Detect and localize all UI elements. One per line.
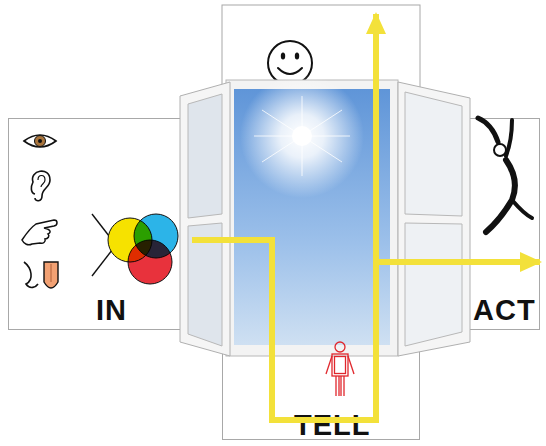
top-panel — [222, 5, 420, 120]
person-body-inner — [335, 357, 346, 374]
window-sky — [234, 89, 390, 345]
sun — [292, 126, 312, 146]
dancer-head — [494, 144, 506, 156]
yellow-circle — [108, 218, 152, 262]
smiley-face — [268, 41, 312, 85]
panel-label: IN — [96, 296, 127, 325]
dancer-body — [486, 160, 515, 232]
dancer-leg — [512, 200, 532, 218]
panel-box: IN — [8, 118, 192, 330]
nose-tongue-icon — [24, 262, 58, 288]
sun-ray — [262, 110, 342, 162]
shutter-pane — [405, 92, 462, 216]
color-circles — [108, 214, 178, 284]
hand-outline — [22, 220, 57, 245]
sun-ray — [302, 96, 303, 176]
sun-ray — [254, 136, 350, 137]
smiley-eye — [295, 53, 299, 60]
smiley-eye — [281, 53, 285, 60]
eye-icon — [24, 135, 56, 147]
sun-ray — [262, 110, 342, 162]
person-leg — [338, 376, 339, 396]
right-shutter — [398, 82, 470, 356]
tongue — [44, 262, 58, 288]
person-leg — [343, 376, 344, 396]
ear-outline — [31, 171, 50, 201]
dancer-arm — [506, 120, 512, 156]
window-frame — [226, 80, 398, 356]
sun-rays — [254, 96, 350, 176]
ear-icon — [31, 171, 50, 201]
person-arm — [348, 356, 354, 374]
panel-label: ACT — [473, 296, 536, 325]
person-arm — [326, 356, 332, 374]
eye-iris — [35, 136, 46, 147]
panel-label: TELL — [294, 411, 371, 440]
person-body — [332, 354, 348, 376]
red-circle — [128, 240, 172, 284]
flow-arrow-up — [373, 14, 379, 266]
shutter-pane — [188, 94, 222, 218]
nose-outline — [24, 262, 38, 287]
panel-box: ACT — [420, 118, 540, 330]
flow-loop — [272, 330, 376, 420]
open-window — [180, 74, 470, 356]
person-head — [335, 342, 345, 352]
ear-inner — [38, 176, 45, 188]
converge-line — [92, 214, 116, 245]
flow-arrow — [192, 240, 272, 330]
smiley-outline — [268, 41, 312, 85]
shutter-pane — [405, 223, 462, 346]
converge-line — [92, 245, 116, 276]
eye-pupil — [38, 139, 42, 143]
sun-glow — [240, 74, 364, 198]
eye-outline — [24, 135, 56, 147]
smiley-mouth — [278, 68, 302, 74]
flow-arrow — [376, 262, 540, 330]
person-icon — [326, 342, 354, 396]
shutter-pane — [188, 223, 222, 346]
hand-icon — [22, 220, 57, 245]
cyan-circle — [134, 214, 178, 258]
person-leg — [340, 376, 341, 396]
dancer-figure — [478, 118, 532, 232]
panel-box: TELL — [222, 330, 420, 440]
dancer-arm — [478, 118, 498, 142]
tongue-line — [51, 264, 52, 282]
left-shutter — [180, 82, 230, 356]
person-leg — [335, 376, 336, 396]
